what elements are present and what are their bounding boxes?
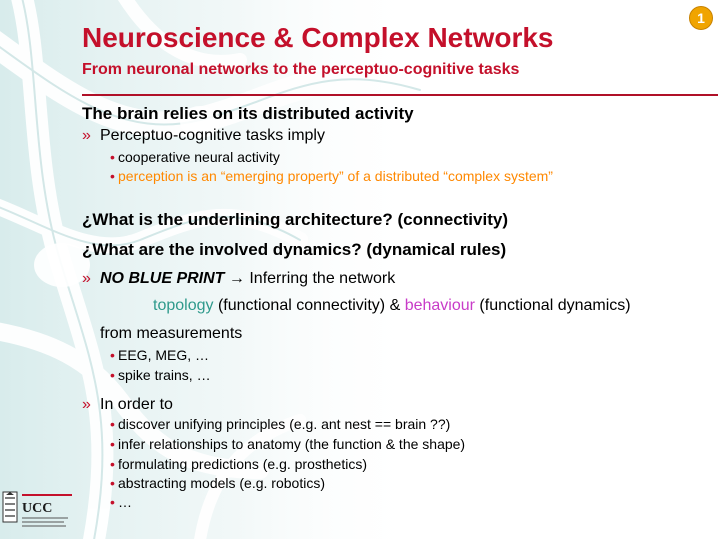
list-item: •perception is an “emerging property” of… xyxy=(110,168,553,184)
slide-number-badge: 1 xyxy=(689,6,713,30)
bullet-icon: • xyxy=(110,149,115,165)
bullet-icon: • xyxy=(110,367,115,383)
list-item: •spike trains, … xyxy=(110,367,211,383)
bullet-icon: • xyxy=(110,168,115,184)
list-item: •infer relationships to anatomy (the fun… xyxy=(110,436,466,452)
list-item: •formulating predictions (e.g. prostheti… xyxy=(110,456,367,472)
logo-text: UCC xyxy=(22,501,52,516)
section-heading: The brain relies on its distributed acti… xyxy=(82,104,414,123)
bullet-icon: • xyxy=(110,416,115,432)
list-item: »Perceptuo-cognitive tasks imply xyxy=(82,127,325,144)
bullet-icon: • xyxy=(110,456,115,472)
slide-title: Neuroscience & Complex Networks xyxy=(82,22,554,53)
question-architecture: ¿What is the underlining architecture? (… xyxy=(82,210,508,229)
chevron-bullet-icon: » xyxy=(82,396,91,413)
chevron-bullet-icon: » xyxy=(82,270,91,287)
slide-subtitle: From neuronal networks to the perceptuo-… xyxy=(82,61,520,78)
list-item: »In order to xyxy=(82,396,173,413)
bullet-icon: • xyxy=(110,436,115,452)
list-item: •… xyxy=(110,494,132,510)
ucc-logo: UCC xyxy=(2,491,72,527)
bullet-icon: • xyxy=(110,475,115,491)
chevron-bullet-icon: » xyxy=(82,127,91,144)
list-item: from measurements xyxy=(100,325,243,342)
list-item: •cooperative neural activity xyxy=(110,149,280,165)
bullet-icon: • xyxy=(110,347,115,363)
question-dynamics: ¿What are the involved dynamics? (dynami… xyxy=(82,240,507,259)
bullet-icon: • xyxy=(110,494,115,510)
title-divider xyxy=(82,94,718,96)
list-item: •discover unifying principles (e.g. ant … xyxy=(110,416,451,432)
list-item: topology (functional connectivity) & beh… xyxy=(153,297,631,314)
list-item: •abstracting models (e.g. robotics) xyxy=(110,475,325,491)
list-item: •EEG, MEG, … xyxy=(110,347,210,363)
list-item: »NO BLUE PRINT → Inferring the network xyxy=(82,270,396,287)
